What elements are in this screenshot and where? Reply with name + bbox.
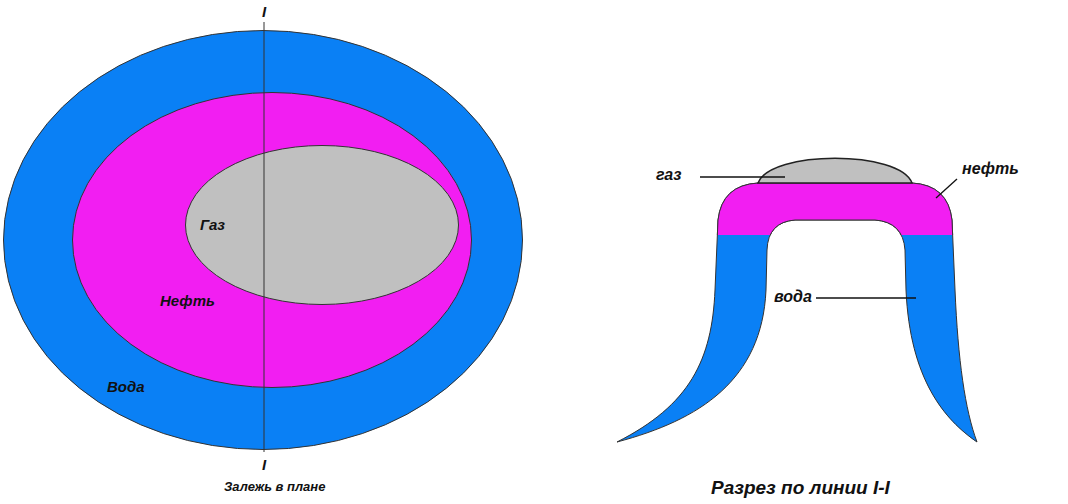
- label-slot: газ: [656, 166, 681, 184]
- zone-outline: [185, 145, 459, 305]
- zone-ellipse: [73, 93, 472, 388]
- gas-zone: Газ: [185, 145, 459, 305]
- label-slot: вода: [774, 288, 812, 306]
- zone-label: Вода: [107, 378, 145, 395]
- label-slot: I: [262, 3, 266, 20]
- zone-label: Газ: [200, 216, 225, 233]
- label-slot: нефть: [962, 160, 1019, 178]
- oil-zone: Нефть Газ: [72, 92, 472, 388]
- zone-label: Нефть: [160, 292, 215, 309]
- label-slot: I: [262, 456, 266, 473]
- callout-label: вода: [774, 288, 812, 306]
- section-line-i-i: [264, 22, 265, 452]
- oil-layer: [617, 183, 977, 235]
- leader-line: [816, 297, 916, 298]
- callout-label: газ: [656, 166, 681, 184]
- water-zone: Вода Нефть Газ: [3, 30, 523, 450]
- zone-ellipse: [186, 146, 459, 305]
- figure-caption: Разрез по линии I-I: [711, 477, 890, 499]
- figure-caption: Залежь в плане: [224, 480, 325, 495]
- section-mark: I: [262, 3, 266, 20]
- callout-label: нефть: [962, 160, 1019, 178]
- label-slot: Разрез по линии I-I: [711, 477, 890, 499]
- water-layer: [617, 183, 977, 442]
- leader-line: [936, 179, 957, 198]
- zone-ellipse: [4, 31, 523, 450]
- gas-cap: [758, 158, 912, 183]
- section-mark: I: [262, 456, 266, 473]
- leader-line: [700, 176, 785, 177]
- label-slot: Залежь в плане: [224, 480, 325, 495]
